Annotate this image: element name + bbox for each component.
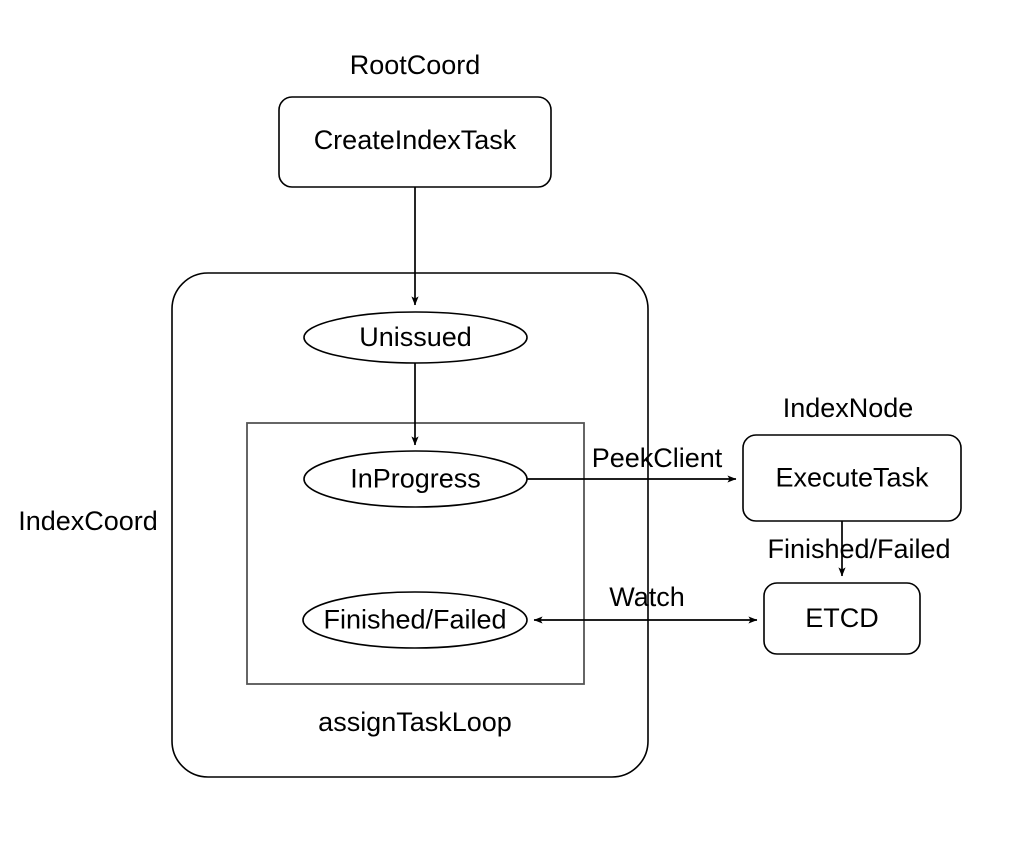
index-node-label: IndexNode xyxy=(783,393,914,423)
node-create-index-task[interactable]: CreateIndexTask xyxy=(278,96,552,188)
node-in-progress[interactable]: InProgress xyxy=(303,450,528,508)
create-index-task-label: CreateIndexTask xyxy=(314,125,517,155)
index-coord-label: IndexCoord xyxy=(18,506,158,536)
root-coord-label: RootCoord xyxy=(350,50,481,80)
in-progress-label: InProgress xyxy=(350,464,481,494)
execute-task-label: ExecuteTask xyxy=(775,463,929,493)
node-unissued[interactable]: Unissued xyxy=(303,311,528,364)
peek-client-edge-label: PeekClient xyxy=(592,443,723,473)
create-index-task-box[interactable] xyxy=(278,96,552,188)
unissued-label: Unissued xyxy=(359,322,472,352)
execute-task-box[interactable] xyxy=(742,434,962,522)
assign-task-loop-label: assignTaskLoop xyxy=(318,707,512,737)
index-coord-container xyxy=(171,272,649,778)
etcd-box[interactable] xyxy=(763,582,921,655)
node-execute-task[interactable]: ExecuteTask xyxy=(742,434,962,522)
finished-failed-ellipse[interactable] xyxy=(302,591,528,649)
finished-failed-state-label: Finished/Failed xyxy=(323,605,506,635)
watch-edge-label: Watch xyxy=(609,582,685,612)
in-progress-ellipse[interactable] xyxy=(303,450,528,508)
etcd-label: ETCD xyxy=(805,603,879,633)
node-etcd[interactable]: ETCD xyxy=(763,582,921,655)
finished-failed-edge-label: Finished/Failed xyxy=(767,534,950,564)
node-finished-failed-state[interactable]: Finished/Failed xyxy=(302,591,528,649)
unissued-ellipse[interactable] xyxy=(303,311,528,364)
